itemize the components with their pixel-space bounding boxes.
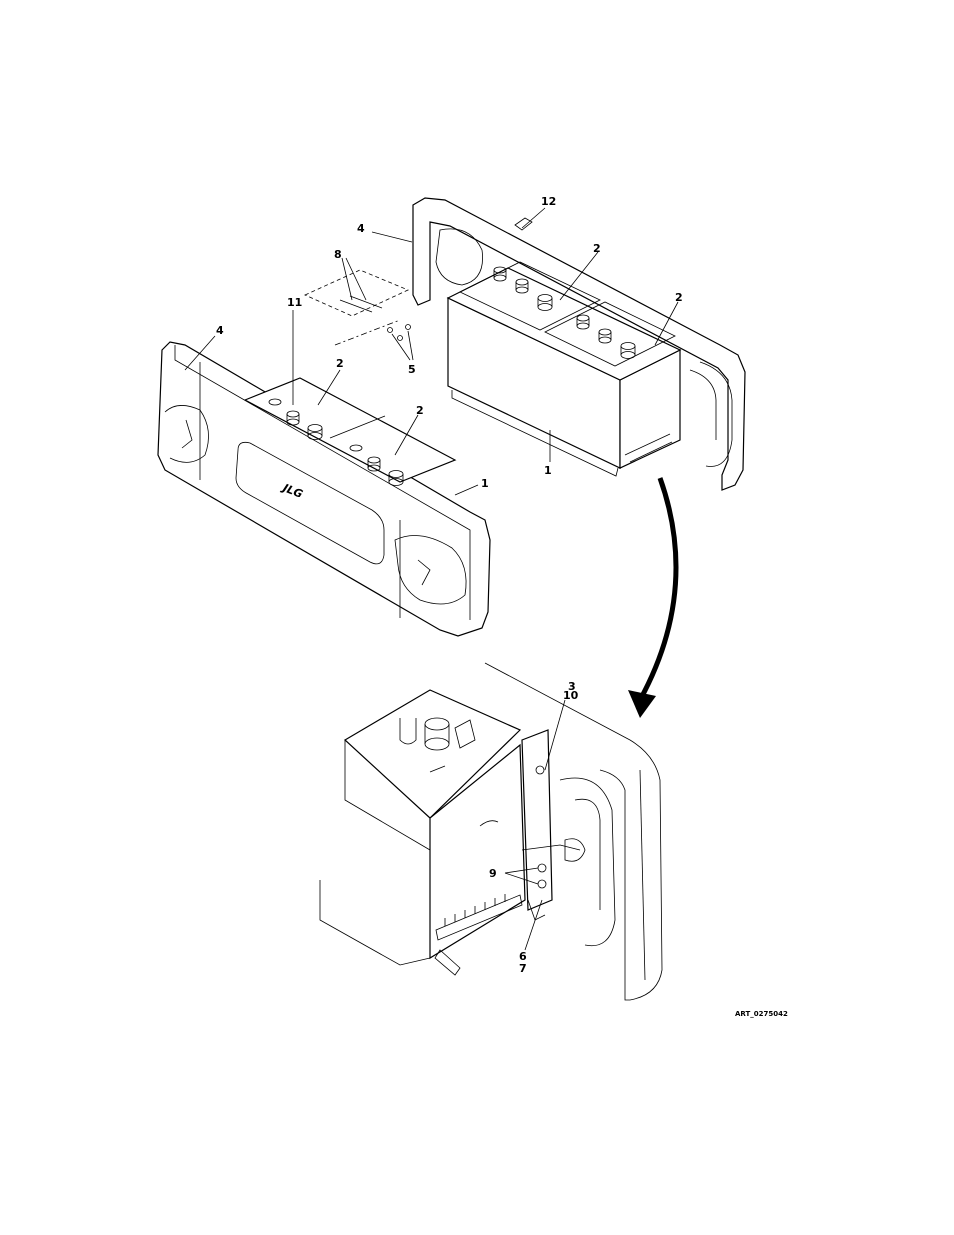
callout-2-d: 2 (416, 404, 424, 417)
callout-4-top: 4 (357, 222, 365, 235)
callout-5: 5 (408, 363, 416, 376)
front-counterweight-assembly: JLG (158, 342, 490, 636)
callout-2-b: 2 (675, 291, 683, 304)
callout-4-left: 4 (216, 324, 224, 337)
callout-1-right: 1 (481, 477, 489, 490)
mounting-hardware (305, 270, 411, 345)
callout-8: 8 (334, 248, 342, 261)
detail-view (320, 663, 662, 1000)
callout-1-left: 1 (544, 464, 552, 477)
callout-12: 12 (541, 195, 556, 208)
callout-11: 11 (287, 296, 302, 309)
callout-7: 7 (519, 962, 527, 975)
callout-10: 10 (563, 689, 579, 702)
rear-tray-assembly (413, 198, 745, 490)
art-id: ART_0275042 (735, 1010, 788, 1018)
callout-2-a: 2 (593, 242, 601, 255)
callout-9: 9 (489, 867, 497, 880)
callout-2-c: 2 (336, 357, 344, 370)
detail-arrow (628, 478, 676, 718)
